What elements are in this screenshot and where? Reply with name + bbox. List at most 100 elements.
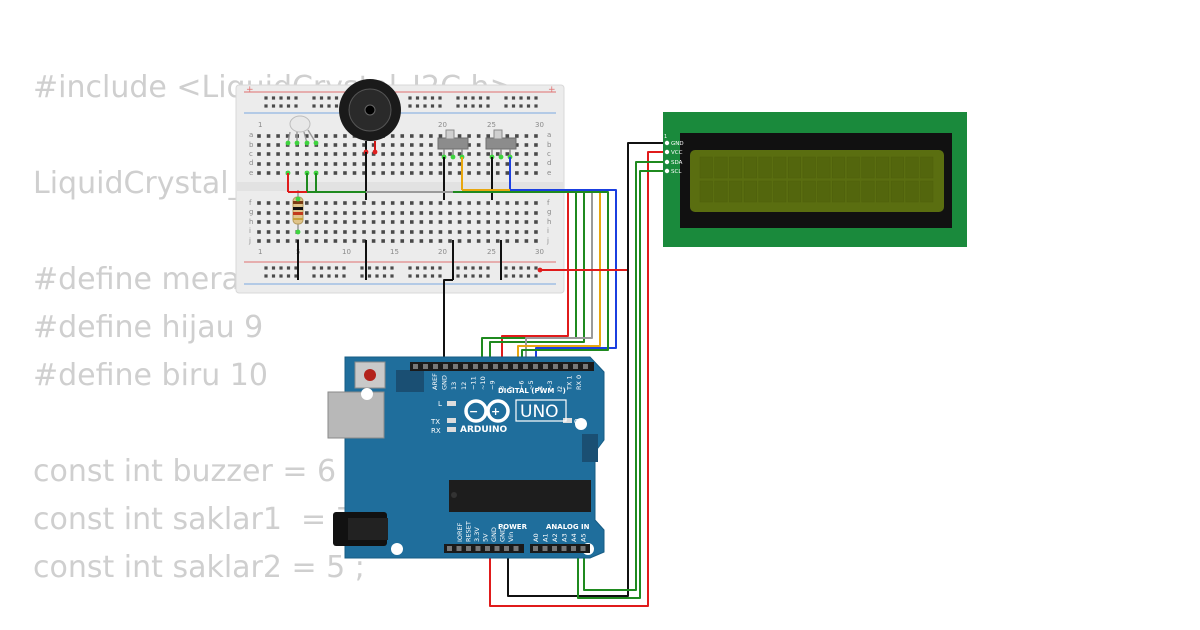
- rgb-led[interactable]: [287, 115, 317, 144]
- breadboard-hole: [419, 143, 424, 147]
- rail-hole: [534, 104, 538, 108]
- header-pins: [413, 364, 588, 551]
- analog-pin-socket: [542, 546, 548, 551]
- breadboard-hole: [534, 220, 538, 224]
- breadboard-hole: [448, 152, 452, 156]
- breadboard-hole: [448, 211, 452, 215]
- breadboard-hole: [257, 230, 261, 234]
- breadboard-hole: [371, 239, 376, 243]
- breadboard-hole: [324, 162, 328, 166]
- piezo-buzzer[interactable]: [339, 79, 401, 152]
- breadboard-hole: [534, 230, 538, 234]
- breadboard-hole: [448, 230, 452, 234]
- breadboard-hole: [410, 162, 414, 166]
- lcd-cell: [802, 180, 816, 203]
- analog-pin-label: A3: [561, 533, 569, 542]
- rail-hole: [504, 274, 508, 278]
- breadboard-hole: [362, 171, 366, 175]
- breadboard-hole: [352, 152, 357, 156]
- breadboard-hole: [486, 171, 490, 175]
- breadboard-hole: [419, 134, 424, 138]
- digital-pin-socket: [443, 364, 448, 369]
- rail-hole: [504, 104, 508, 108]
- breadboard-hole: [371, 211, 376, 215]
- breadboard-hole: [457, 201, 462, 205]
- breadboard-hole: [333, 201, 338, 205]
- lcd-module: 1 GND VCC SDA SCL: [663, 112, 967, 247]
- digital-pin-label: 2: [556, 386, 564, 390]
- rail-hole: [478, 274, 483, 278]
- breadboard-hole: [390, 152, 395, 156]
- breadboard-hole: [390, 230, 395, 234]
- breadboard-hole: [505, 230, 510, 234]
- rail-hole: [390, 266, 394, 270]
- breadboard-hole: [515, 239, 519, 243]
- rail-hole: [511, 104, 516, 108]
- breadboard-hole: [276, 171, 280, 175]
- breadboard-hole: [333, 230, 338, 234]
- rail-hole: [319, 266, 324, 270]
- rail-plus-label: +: [548, 85, 556, 95]
- code-line: #define biru 10: [33, 358, 268, 393]
- rail-plus-label: +: [246, 85, 254, 95]
- breadboard-hole: [324, 239, 328, 243]
- breadboard-hole: [448, 220, 452, 224]
- breadboard-hole: [467, 201, 471, 205]
- led-label-l: L: [438, 400, 442, 408]
- breadboard-hole: [343, 201, 347, 205]
- rail-hole: [534, 96, 538, 100]
- rail-hole: [511, 274, 516, 278]
- svg-text:j: j: [546, 237, 549, 245]
- lcd-character-cells: [699, 156, 934, 203]
- rail-hole: [294, 274, 298, 278]
- breadboard-hole: [362, 201, 366, 205]
- col-label: 15: [390, 248, 399, 256]
- lcd-cell: [699, 156, 713, 179]
- breadboard-hole: [266, 152, 271, 156]
- breadboard-hole: [381, 201, 385, 205]
- lcd-cell: [817, 156, 831, 179]
- breadboard-hole: [381, 152, 385, 156]
- arduino-uno: L TX RX ON − + UNO ARDUINO DIGITAL (PWM …: [327, 356, 605, 559]
- digital-pin-socket: [453, 364, 458, 369]
- breadboard-hole: [476, 143, 481, 147]
- analog-pin-socket: [561, 546, 567, 551]
- rail-hole: [286, 274, 291, 278]
- breadboard-hole: [495, 220, 500, 224]
- digital-pin-socket: [573, 364, 578, 369]
- breadboard-hole: [467, 239, 471, 243]
- digital-pin-socket: [503, 364, 508, 369]
- power-pin-socket: [466, 546, 471, 551]
- digital-pin-label: GND: [441, 375, 449, 390]
- lcd-cell: [861, 180, 875, 203]
- rail-hole: [312, 104, 316, 108]
- breadboard-hole: [400, 162, 405, 166]
- breadboard-hole: [343, 162, 347, 166]
- breadboard-hole: [333, 220, 338, 224]
- breadboard-hole: [314, 220, 319, 224]
- lcd-cell: [714, 156, 728, 179]
- breadboard-hole: [362, 143, 366, 147]
- breadboard-hole: [371, 143, 376, 147]
- breadboard-hole: [419, 239, 424, 243]
- lcd-cell: [905, 180, 919, 203]
- breadboard-hole: [352, 171, 357, 175]
- lcd-pin-gnd: GND: [671, 141, 684, 147]
- breadboard-hole: [410, 220, 414, 224]
- rail-hole: [367, 274, 372, 278]
- breadboard-hole: [343, 143, 347, 147]
- breadboard-hole: [486, 134, 490, 138]
- lcd-cell: [832, 180, 846, 203]
- breadboard-hole: [276, 134, 280, 138]
- rail-hole: [430, 96, 435, 100]
- breadboard-hole: [467, 171, 471, 175]
- analog-pin-socket: [571, 546, 576, 551]
- breadboard-hole: [371, 230, 376, 234]
- rail-hole: [408, 96, 412, 100]
- breadboard-hole: [400, 134, 405, 138]
- rail-hole: [486, 96, 490, 100]
- rail-hole: [438, 274, 442, 278]
- breadboard-hole: [390, 201, 395, 205]
- rail-hole: [478, 104, 483, 108]
